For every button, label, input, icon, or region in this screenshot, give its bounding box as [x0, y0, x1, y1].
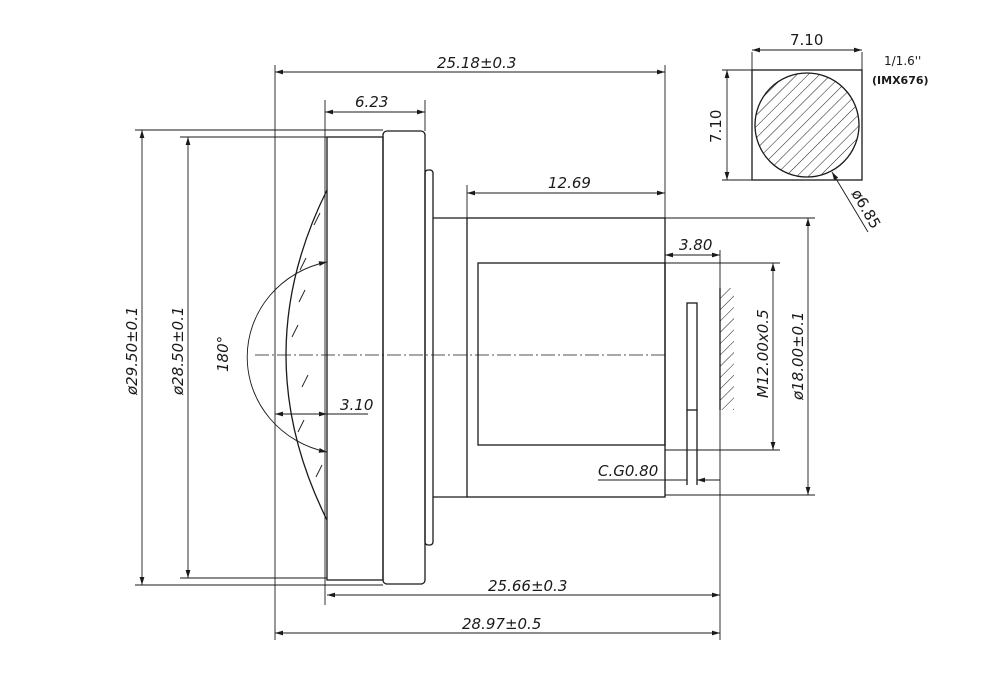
- image-circle-dim: ø6.85: [848, 186, 885, 232]
- flange-offset-dim: 3.80: [679, 236, 712, 254]
- chamfer-dim: C.G0.80: [598, 462, 658, 480]
- barrel-diameter-dim: ø18.00±0.1: [789, 311, 807, 401]
- sensor-width-dim: 7.10: [790, 31, 823, 49]
- front-ring-dim: 6.23: [355, 93, 388, 111]
- total-length-dim: 28.97±0.5: [462, 615, 541, 633]
- outer-diameter-dim: ø29.50±0.1: [123, 306, 141, 396]
- length-to-sensor-dim: 25.66±0.3: [488, 577, 567, 595]
- overall-length-dim: 25.18±0.3: [437, 54, 516, 72]
- fov-label: 180°: [214, 336, 232, 372]
- sensor-plane-hatch: [720, 288, 734, 410]
- inner-diameter-dim: ø28.50±0.1: [169, 306, 187, 396]
- sensor-height-dim: 7.10: [707, 110, 725, 143]
- sensor-glass: [686, 302, 698, 411]
- dome-height-dim: 3.10: [340, 396, 373, 414]
- glass-marks: [291, 212, 323, 478]
- sensor-model: (IMX676): [872, 74, 929, 87]
- sensor-inset: [722, 47, 869, 233]
- thread-dim: M12.00x0.5: [754, 309, 772, 398]
- lens-body: [326, 130, 666, 585]
- sensor-format: 1/1.6'': [884, 54, 921, 68]
- barrel-length-dim: 12.69: [548, 174, 591, 192]
